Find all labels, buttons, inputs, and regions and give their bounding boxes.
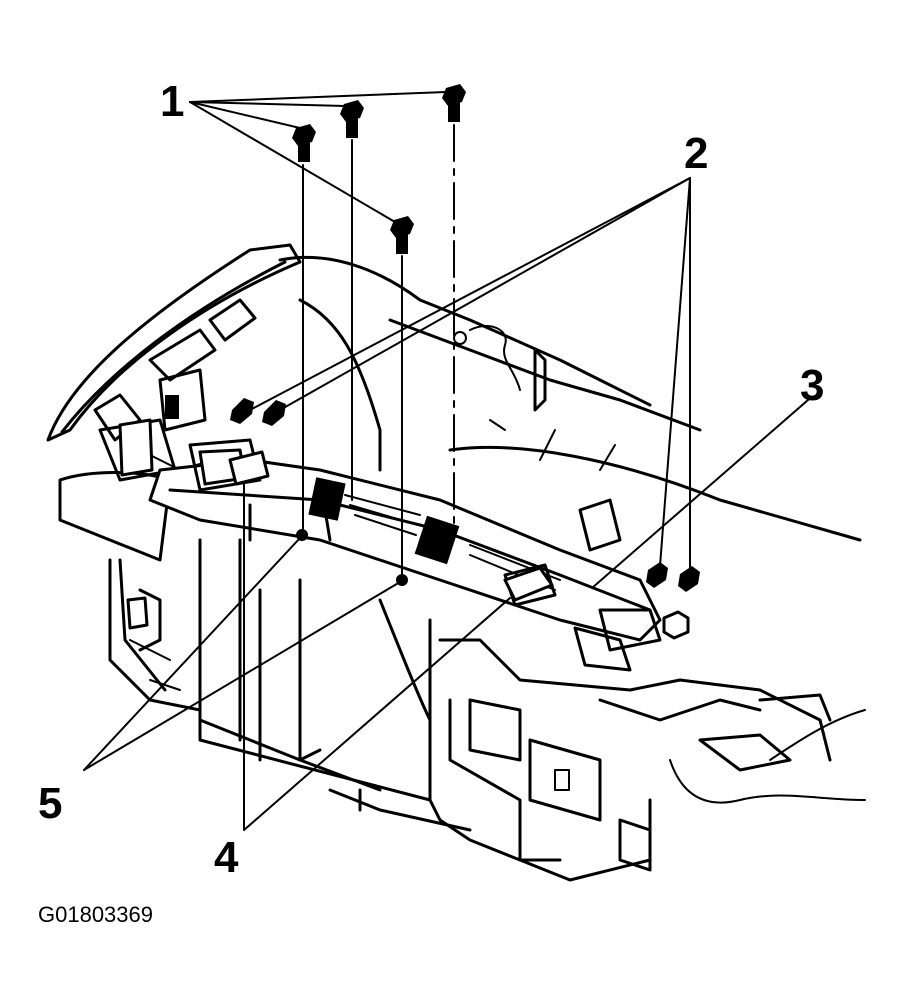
callout-2: 2 bbox=[684, 129, 708, 178]
bolt-2c bbox=[646, 562, 668, 588]
hvac-module bbox=[108, 538, 562, 862]
bolt-2a bbox=[230, 398, 254, 424]
callout-3: 3 bbox=[800, 361, 824, 410]
bolt-1c bbox=[442, 84, 466, 122]
callout-5: 5 bbox=[38, 779, 62, 828]
bolt-2b bbox=[262, 400, 286, 426]
bolts-ends bbox=[230, 398, 700, 640]
brackets bbox=[228, 450, 554, 602]
install-lines bbox=[302, 124, 455, 576]
callout-4: 4 bbox=[214, 833, 239, 882]
bolt-2d bbox=[678, 566, 700, 592]
right-side-mount bbox=[438, 638, 866, 882]
nut-2e bbox=[662, 610, 690, 640]
cross-bar bbox=[148, 438, 662, 672]
firewall-structure bbox=[278, 255, 862, 552]
figure-id: G01803369 bbox=[38, 902, 153, 927]
callout-1: 1 bbox=[160, 77, 184, 126]
bolt-1b bbox=[340, 100, 364, 138]
bolts-top bbox=[292, 84, 466, 254]
bolt-1d bbox=[390, 216, 414, 254]
bolt-1a bbox=[292, 124, 316, 162]
leader-lines bbox=[83, 91, 809, 831]
